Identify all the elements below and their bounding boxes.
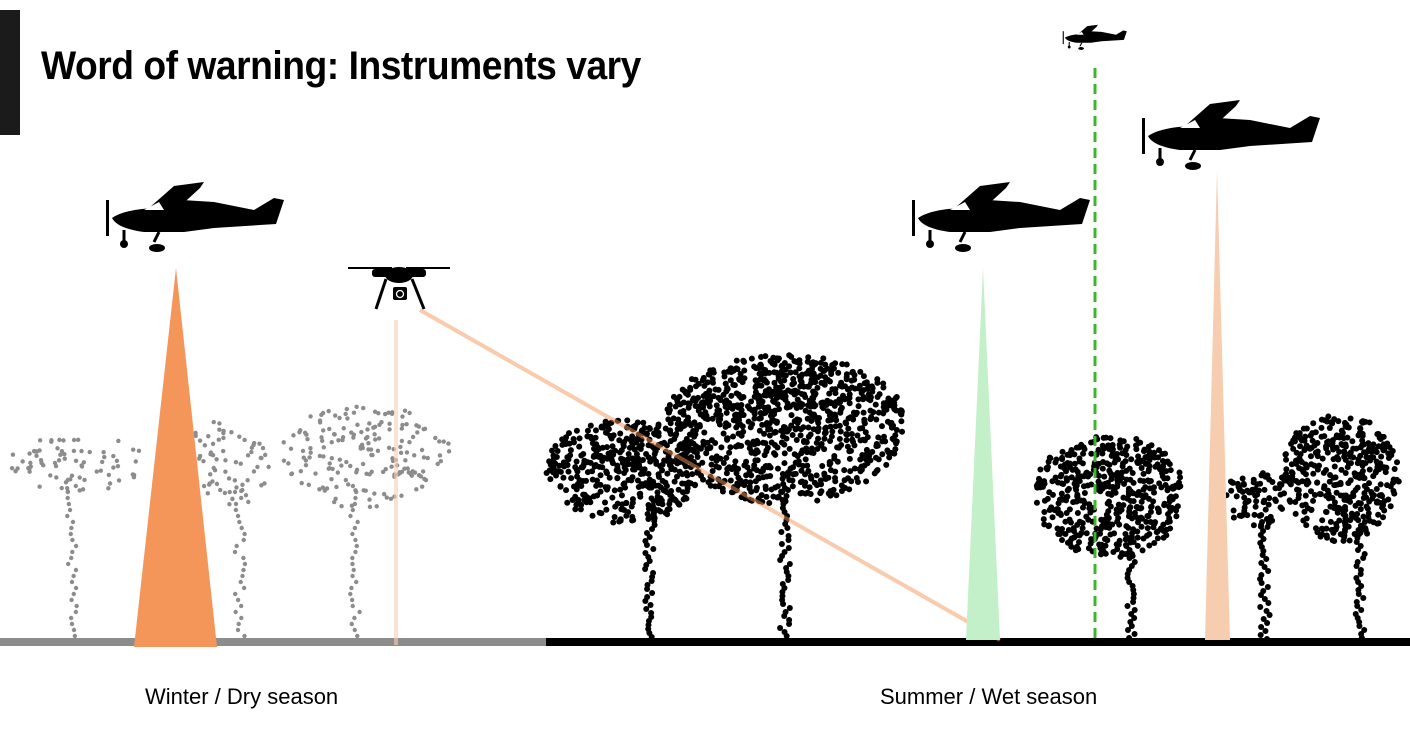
airplane-icon: [1062, 24, 1128, 51]
lidar-beam-peach: [1205, 170, 1230, 640]
ground-dry: [0, 638, 546, 646]
tree-point-cloud: [281, 404, 452, 639]
page-title: Word of warning: Instruments vary: [41, 44, 641, 88]
lidar-beam-orange: [134, 268, 217, 647]
tree-point-cloud: [1223, 470, 1288, 642]
tree-point-cloud: [1278, 413, 1402, 641]
ground-wet: [546, 638, 1410, 646]
accent-bar: [0, 10, 20, 135]
airplane-icon: [104, 180, 286, 254]
drone-beam-vertical: [394, 320, 398, 645]
tree-point-cloud: [662, 352, 906, 639]
tree-point-cloud: [543, 417, 706, 640]
season-label-wet: Summer / Wet season: [880, 684, 1098, 709]
airplane-icon: [910, 180, 1092, 254]
season-label-dry: Winter / Dry season: [145, 684, 339, 709]
airplane-icon: [1140, 98, 1322, 172]
lidar-beam-green: [966, 268, 1000, 640]
drone-icon: [348, 267, 450, 310]
drone-beam-oblique: [419, 308, 1001, 642]
tree-point-cloud: [9, 437, 142, 639]
tree-point-cloud: [1033, 434, 1184, 641]
